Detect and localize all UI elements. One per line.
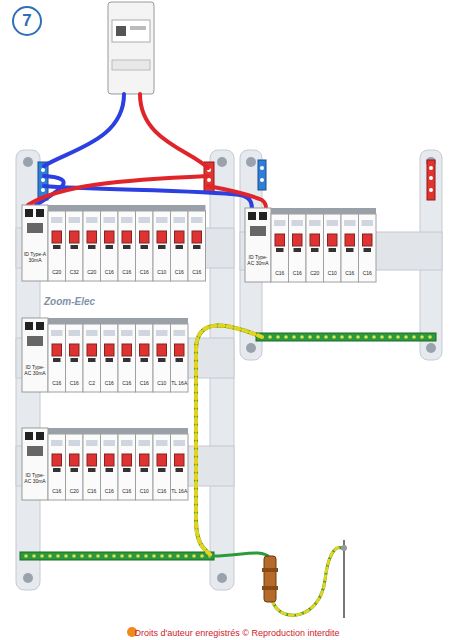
breaker-rating: C32	[70, 269, 79, 275]
breaker-rating: C20	[87, 269, 96, 275]
breaker-rating: C16	[105, 269, 114, 275]
breaker-rating: C10	[140, 488, 149, 494]
breaker-rating: C16	[122, 488, 131, 494]
breaker-rating: C16	[122, 380, 131, 386]
breaker-rating: C16	[105, 380, 114, 386]
breaker-rating: C20	[52, 269, 61, 275]
rcd-text: ID Type-A 30mA	[23, 252, 47, 264]
breaker-rating: C16	[70, 380, 79, 386]
breaker-rating: C16	[52, 488, 61, 494]
breaker-rating: C16	[175, 269, 184, 275]
breaker-rating: C16	[293, 270, 302, 276]
breaker-rating: C16	[363, 270, 372, 276]
breaker-rating: C16	[105, 488, 114, 494]
breaker-rating: C16	[275, 270, 284, 276]
rcd-text: ID Type-AC 30mA	[246, 255, 270, 267]
breaker-rating: C16	[87, 488, 96, 494]
breaker-rating: C10	[157, 380, 166, 386]
breaker-rating: C16	[122, 269, 131, 275]
rcd-label: ID Type-AC 30mA	[245, 254, 271, 268]
breaker-rating: TL 16A	[171, 380, 187, 386]
breaker-rating: C16	[140, 269, 149, 275]
figure-number-text: 7	[22, 11, 31, 31]
breaker-rating: C16	[345, 270, 354, 276]
breaker-rating: C20	[310, 270, 319, 276]
rcd-label: ID Type-AC 30mA	[22, 472, 48, 486]
breaker-rating: C16	[157, 488, 166, 494]
breaker-rating: C2	[89, 380, 95, 386]
rcd-text: ID Type-AC 30mA	[23, 365, 47, 377]
copyright-note: Droits d'auteur enregistrés © Reproducti…	[135, 628, 340, 638]
breaker-rating: C20	[70, 488, 79, 494]
breaker-rating: C16	[140, 380, 149, 386]
breaker-rating: C16	[52, 380, 61, 386]
breaker-rating: C10	[328, 270, 337, 276]
rcd-label: ID Type-A 30mA	[22, 251, 48, 265]
rcd-text: ID Type-AC 30mA	[23, 473, 47, 485]
breaker-rating: C16	[192, 269, 201, 275]
breaker-rating: C10	[157, 269, 166, 275]
rcd-label: ID Type-AC 30mA	[22, 364, 48, 378]
figure-number: 7	[12, 6, 42, 36]
watermark: Zoom-Elec	[44, 296, 95, 307]
breaker-rating: TL 16A	[171, 488, 187, 494]
